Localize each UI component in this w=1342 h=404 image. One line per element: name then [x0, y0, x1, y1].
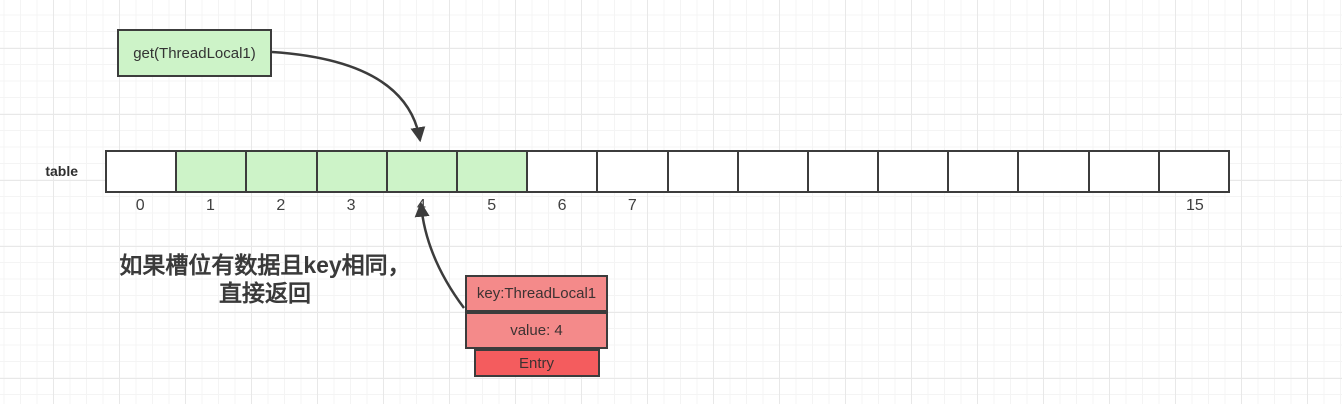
table-name-label: table	[45, 163, 78, 179]
entry-value-label: value: 4	[510, 322, 563, 339]
annotation-text: 如果槽位有数据且key相同， 直接返回	[100, 251, 430, 307]
table-slot[interactable]	[247, 152, 318, 191]
slot-index-label: 0	[135, 197, 145, 214]
table-slot[interactable]	[387, 152, 458, 191]
slot-index-row: 0 1 2 3 4 5 6 7 15	[105, 197, 1230, 215]
get-call-label: get(ThreadLocal1)	[133, 44, 256, 62]
entry-type-box[interactable]: Entry	[473, 349, 600, 377]
table-slot[interactable]	[1089, 152, 1160, 191]
slot-index-label: 5	[487, 197, 497, 214]
table-slot[interactable]	[177, 152, 248, 191]
slot-index-label	[738, 197, 808, 215]
hash-table	[105, 150, 1230, 193]
table-slot[interactable]	[1019, 152, 1090, 191]
annotation-line-1: 如果槽位有数据且key相同，	[119, 252, 411, 278]
slot-index-label: 6	[557, 197, 567, 214]
table-slot[interactable]	[668, 152, 739, 191]
table-slot[interactable]	[738, 152, 809, 191]
entry-type-label: Entry	[518, 354, 554, 372]
table-slot[interactable]	[808, 152, 880, 191]
entry-key-box[interactable]: key:ThreadLocal1	[465, 275, 608, 312]
entry-group: key:ThreadLocal1 value: 4 Entry	[465, 275, 608, 377]
slot-index-label	[1089, 197, 1159, 215]
slot-index-label: 7	[627, 197, 637, 214]
slot-index-label	[878, 197, 948, 215]
slot-index-label: 1	[206, 197, 215, 214]
slot-index-label: 15	[1185, 197, 1204, 214]
table-slot[interactable]	[949, 152, 1020, 191]
slot-index-label	[949, 197, 1019, 215]
entry-value-box[interactable]: value: 4	[465, 312, 608, 349]
slot-index-label	[668, 197, 738, 215]
entry-key-label: key:ThreadLocal1	[476, 285, 597, 302]
table-slot[interactable]	[879, 152, 950, 191]
slot-index-label	[808, 197, 878, 215]
get-to-slot4-arrow	[271, 50, 426, 143]
table-slot[interactable]	[598, 152, 669, 191]
slot-index-label	[1019, 197, 1089, 215]
table-slot[interactable]	[317, 152, 388, 191]
slot-index-label: 2	[276, 197, 286, 214]
table-slot[interactable]	[1159, 152, 1228, 191]
slot-index-label: 3	[346, 197, 356, 214]
get-call-box[interactable]: get(ThreadLocal1)	[117, 29, 272, 77]
table-slot[interactable]	[107, 152, 178, 191]
table-slot[interactable]	[528, 152, 599, 191]
table-slot[interactable]	[457, 152, 529, 191]
annotation-line-2: 直接返回	[219, 280, 311, 306]
slot-index-label: 4	[416, 197, 426, 214]
